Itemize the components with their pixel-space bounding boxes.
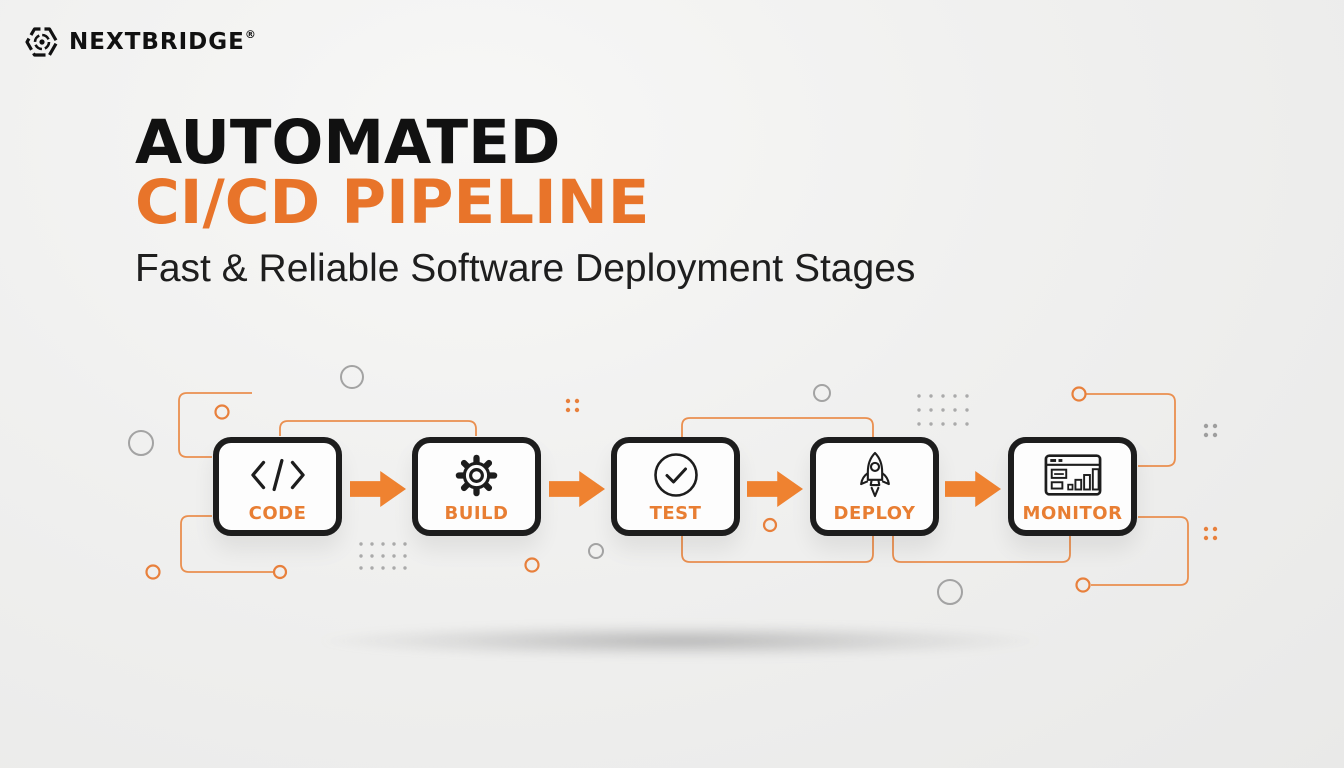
- page-title-line2: CI/CD PIPELINE: [135, 167, 650, 238]
- stage-box-build: BUILD: [412, 437, 541, 536]
- page-subtitle: Fast & Reliable Software Deployment Stag…: [135, 247, 916, 290]
- stage-label: CODE: [248, 503, 307, 524]
- stage-label: MONITOR: [1022, 503, 1123, 524]
- check-circle-icon: [652, 450, 700, 500]
- gear-icon: [453, 450, 500, 500]
- stage-label: TEST: [649, 503, 702, 524]
- floor-shadow: [320, 624, 1040, 658]
- brand-logo: NEXTBRIDGE®: [24, 24, 257, 60]
- stage-box-deploy: DEPLOY: [810, 437, 939, 536]
- stage-label: BUILD: [444, 503, 509, 524]
- stage-box-test: TEST: [611, 437, 740, 536]
- decor-quad-dots-orange-right: [1203, 526, 1218, 541]
- registered-mark: ®: [244, 27, 257, 41]
- page-title-line1: AUTOMATED: [135, 107, 561, 178]
- stage-label: DEPLOY: [833, 503, 916, 524]
- decor-circuit-lines: [178, 392, 1189, 586]
- decor-dot-grid-right: [917, 394, 969, 426]
- decor-gray-circles: [128, 365, 963, 605]
- stage-box-monitor: MONITOR: [1008, 437, 1137, 536]
- decor-orange-node-circles: [145, 386, 1091, 593]
- hexagon-logo-icon: [24, 24, 60, 60]
- decor-quad-dots-orange-top: [565, 398, 580, 413]
- decor-dot-grid-left: [359, 542, 407, 570]
- decor-quad-dots-gray-right: [1203, 423, 1218, 438]
- stage-box-code: CODE: [213, 437, 342, 536]
- rocket-icon: [854, 450, 896, 500]
- dashboard-icon: [1044, 450, 1102, 500]
- code-icon: [250, 450, 305, 500]
- brand-name: NEXTBRIDGE®: [69, 27, 257, 55]
